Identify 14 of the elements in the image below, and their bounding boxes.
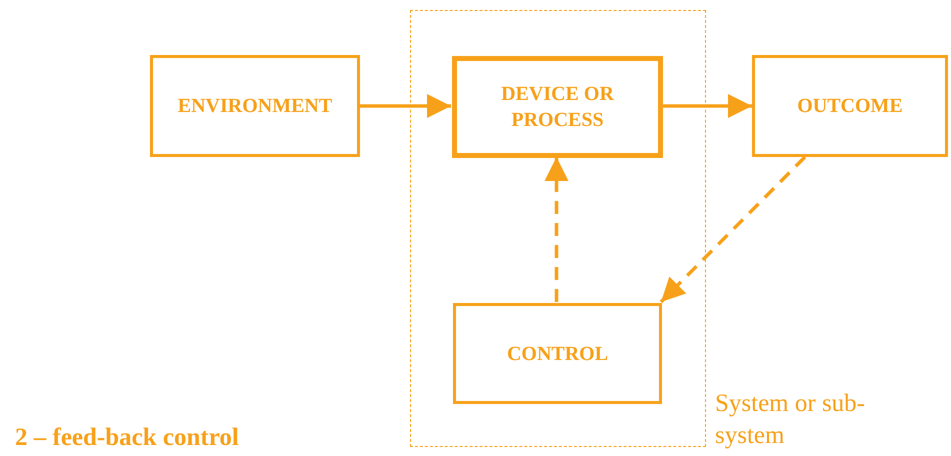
caption: 2 – feed-back control: [15, 424, 239, 452]
box-label: DEVICE OR PROCESS: [500, 82, 616, 133]
box-label: CONTROL: [506, 342, 610, 366]
arrow: [544, 157, 568, 302]
arrow: [360, 94, 451, 118]
process-box: [452, 56, 663, 158]
arrow: [662, 94, 752, 118]
process-box: [752, 55, 948, 157]
box-label: ENVIRONMENT: [176, 94, 334, 119]
process-box: [453, 303, 662, 404]
boundary-label: System or sub-system: [714, 389, 865, 451]
arrow: [660, 156, 806, 304]
process-box: [150, 55, 360, 157]
box-label: OUTCOME: [796, 94, 904, 119]
